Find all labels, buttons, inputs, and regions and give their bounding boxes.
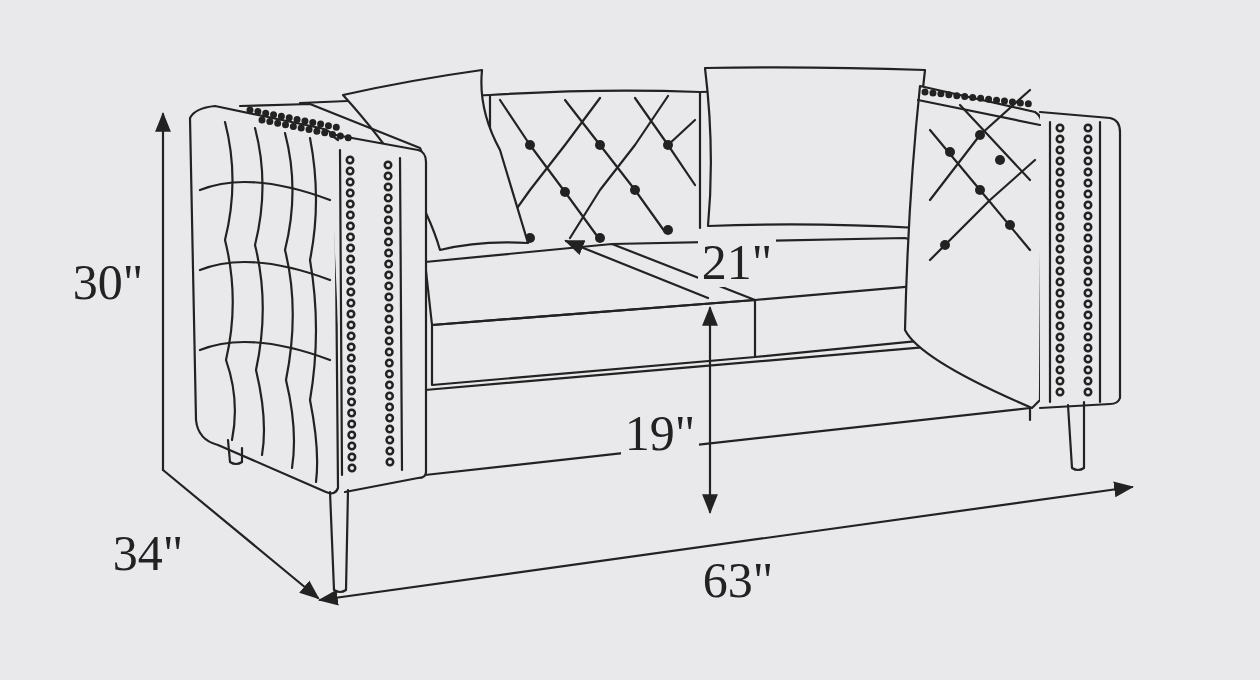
dimension-label: 34" [109,528,187,578]
dimension-label: 21" [698,237,776,287]
dimension-label: 63" [699,555,777,605]
dimension-label: 19" [621,408,699,458]
dimension-label: 30" [69,257,147,307]
